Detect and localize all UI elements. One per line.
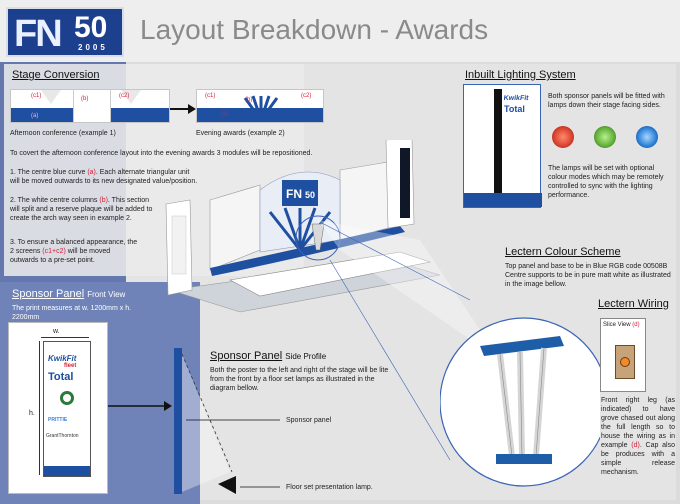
label-floor-lamp: Floor set presentation lamp. bbox=[286, 484, 373, 491]
centre-columns bbox=[73, 90, 111, 122]
slice-view-label: Slice View (d) bbox=[603, 322, 640, 328]
arrow-right-icon bbox=[170, 104, 196, 114]
stage-screen-fn: FN bbox=[286, 187, 302, 201]
label-c2-ex2: (c2) bbox=[301, 93, 312, 99]
logo-year: 2005 bbox=[78, 43, 108, 52]
label-a: (a) bbox=[31, 113, 39, 119]
example2-caption: Evening awards (example 2) bbox=[196, 130, 285, 137]
label-c2: (c2) bbox=[119, 93, 130, 99]
lamp-blue-icon bbox=[636, 126, 658, 148]
stage-conversion-heading: Stage Conversion bbox=[12, 69, 100, 81]
brand-prittie: PRITTIE bbox=[48, 417, 68, 423]
lighting-text2: The lamps will be set with optional colo… bbox=[548, 165, 664, 199]
slice-view-box: Slice View (d) bbox=[600, 318, 646, 392]
stage-render: FN 50 bbox=[165, 140, 441, 313]
brand-kwikfit-sub: fleet bbox=[64, 363, 77, 369]
arrow-to-profile-icon bbox=[108, 401, 172, 411]
lectern-closeup bbox=[440, 317, 600, 487]
header-bar: FN 50 2005 Layout Breakdown - Awards bbox=[0, 0, 680, 62]
label-c1: (c1) bbox=[31, 93, 42, 99]
sponsor-front-heading: Sponsor Panel Front View bbox=[12, 288, 126, 300]
archway-rays bbox=[243, 95, 279, 120]
lectern-colour-text: Top panel and base to be in Blue RGB cod… bbox=[505, 263, 671, 288]
label-a-ex2: (a) bbox=[221, 111, 229, 117]
conversion-step1: 1. The centre blue curve (a). Each alter… bbox=[10, 169, 198, 185]
lamp-green-icon bbox=[594, 126, 616, 148]
logo-fn-text: FN bbox=[14, 13, 63, 55]
label-c1-ex2: (c1) bbox=[205, 93, 216, 99]
logo-number: 50 bbox=[74, 11, 108, 44]
example2-strip: (c1) (b) (c2) (a) bbox=[196, 89, 324, 123]
sponsor-poster: KwikFit fleet Total PRITTIE GrantThornto… bbox=[43, 341, 91, 477]
example1-strip: (c1) (b) (c2) (a) bbox=[10, 89, 170, 123]
sponsor-profile-heading: Sponsor Panel Side Profile bbox=[210, 350, 327, 362]
conversion-intro: To covert the afternoon conference layou… bbox=[10, 150, 313, 157]
label-b-ex2: (b) bbox=[245, 97, 253, 103]
fn50-logo: FN 50 2005 bbox=[6, 7, 124, 57]
projection-lines bbox=[318, 220, 500, 461]
brand-total: Total bbox=[48, 371, 74, 383]
lamp-red-icon bbox=[552, 126, 574, 148]
conversion-step3: 3. To ensure a balanced appearance, the … bbox=[10, 239, 138, 264]
side-profile-diagram bbox=[174, 348, 280, 494]
label-b: (b) bbox=[81, 96, 89, 102]
lectern-colour-heading: Lectern Colour Scheme bbox=[505, 246, 621, 258]
sponsor-front-text: The print measures at w. 1200mm x h. 220… bbox=[12, 305, 132, 321]
lectern-wiring-text: Front right leg (as indicated) to have g… bbox=[601, 397, 675, 476]
wire-channel-icon bbox=[620, 357, 630, 367]
brand-grantthornton: GrantThornton bbox=[46, 433, 79, 439]
sponsor-front-diagram: w. h. KwikFit fleet Total PRITTIE GrantT… bbox=[8, 322, 108, 494]
lighting-panel-closeup: KwikFit Total bbox=[463, 84, 542, 208]
lighting-heading: Inbuilt Lighting System bbox=[465, 69, 576, 81]
height-label: h. bbox=[29, 410, 35, 417]
lectern-wiring-heading: Lectern Wiring bbox=[598, 298, 669, 310]
label-sponsor-panel: Sponsor panel bbox=[286, 417, 332, 424]
stage-screen-50: 50 bbox=[305, 190, 315, 200]
conversion-step2: 2. The white centre columns (b). This se… bbox=[10, 197, 153, 222]
brand-kwikfit: KwikFit bbox=[48, 354, 77, 363]
sponsor-profile-text: Both the poster to the left and right of… bbox=[210, 367, 389, 392]
example1-caption: Afternoon conference (example 1) bbox=[10, 130, 116, 137]
lighting-text1: Both sponsor panels will be fitted with … bbox=[548, 93, 665, 109]
width-label: w. bbox=[53, 328, 60, 335]
page-title: Layout Breakdown - Awards bbox=[140, 14, 489, 45]
club-crest-icon bbox=[60, 391, 74, 405]
